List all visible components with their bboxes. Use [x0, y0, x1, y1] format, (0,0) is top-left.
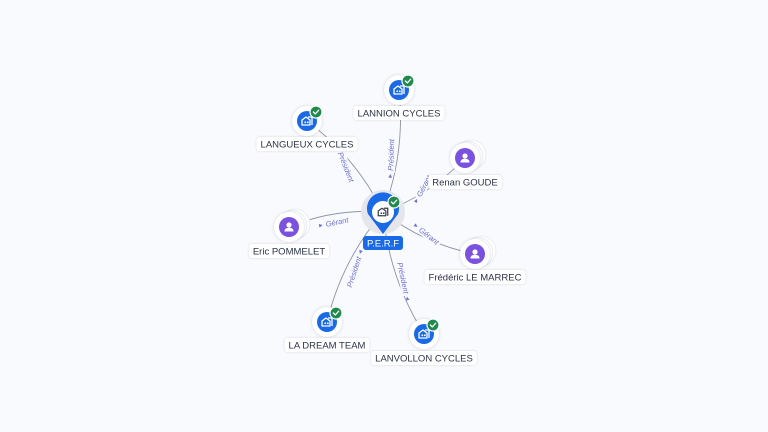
edge-arrow-icon [388, 174, 393, 178]
edge-label: Gérant [318, 214, 352, 230]
node-label-text: LANGUEUX CYCLES [261, 139, 354, 150]
verified-check-icon [329, 306, 343, 320]
person-icon [284, 222, 294, 232]
edge-label: Président [394, 259, 412, 301]
node-langueux[interactable]: LANGUEUX CYCLES [256, 105, 358, 151]
node-label: LANVOLLON CYCLES [371, 351, 477, 365]
person-icon [460, 153, 470, 163]
node-label-background [353, 106, 445, 120]
node-label: LANGUEUX CYCLES [256, 137, 358, 151]
verified-check-icon [401, 74, 415, 88]
node-label: LA DREAM TEAM [284, 338, 370, 352]
node-label-background [256, 137, 358, 151]
edge-label-text: Président [345, 255, 364, 289]
edge-arrow-icon [405, 296, 410, 301]
node-label: Renan GOUDE [428, 175, 502, 189]
node-label-text: Eric POMMELET [253, 246, 326, 257]
node-label-text: Frédéric LE MARREC [429, 272, 522, 283]
node-label: LANNION CYCLES [353, 106, 445, 120]
node-eric[interactable]: Eric POMMELET [248, 208, 330, 258]
node-label-background [428, 175, 502, 189]
building-icon [377, 207, 389, 217]
node-renan[interactable]: Renan GOUDE [428, 139, 502, 189]
node-label-text: P.E.R.F [367, 238, 399, 249]
edge-label: Président [385, 137, 396, 178]
edge-arrow-icon [413, 198, 418, 203]
edge-label-text: Gérant [325, 215, 350, 229]
node-frederic[interactable]: Frédéric LE MARREC [424, 235, 526, 284]
node-label-background [284, 338, 370, 352]
node-lannion[interactable]: LANNION CYCLES [353, 74, 445, 120]
node-label-text: LANNION CYCLES [358, 108, 441, 119]
edge-label: Président [344, 249, 364, 291]
nodes: LANNION CYCLES LANGUEUX CYCLES Renan GOUDE… [248, 74, 526, 365]
verified-check-icon [309, 105, 323, 119]
person-icon [470, 249, 480, 259]
edge-label-text: Président [336, 151, 357, 185]
edge-arrow-icon [413, 223, 418, 227]
node-dream[interactable]: LA DREAM TEAM [284, 306, 370, 352]
node-lanvollon[interactable]: LANVOLLON CYCLES [371, 318, 477, 365]
node-label-background [371, 351, 477, 365]
node-label-text: LANVOLLON CYCLES [375, 353, 473, 364]
node-label: P.E.R.F [362, 236, 404, 250]
node-label-background [362, 236, 404, 250]
node-label-text: LA DREAM TEAM [289, 340, 366, 351]
edge-label: Gérant [413, 223, 443, 248]
node-label-background [424, 270, 526, 284]
node-label: Frédéric LE MARREC [424, 270, 526, 284]
edge-label-text: Président [386, 138, 396, 171]
node-label: Eric POMMELET [248, 244, 330, 258]
verified-check-icon [426, 318, 440, 332]
center-node[interactable]: P.E.R.F [361, 190, 405, 250]
node-label-background [248, 244, 330, 258]
edge-arrow-icon [318, 224, 323, 228]
edge-arrow-icon [359, 249, 363, 254]
verified-check-icon [387, 195, 401, 209]
node-label-text: Renan GOUDE [432, 177, 497, 188]
